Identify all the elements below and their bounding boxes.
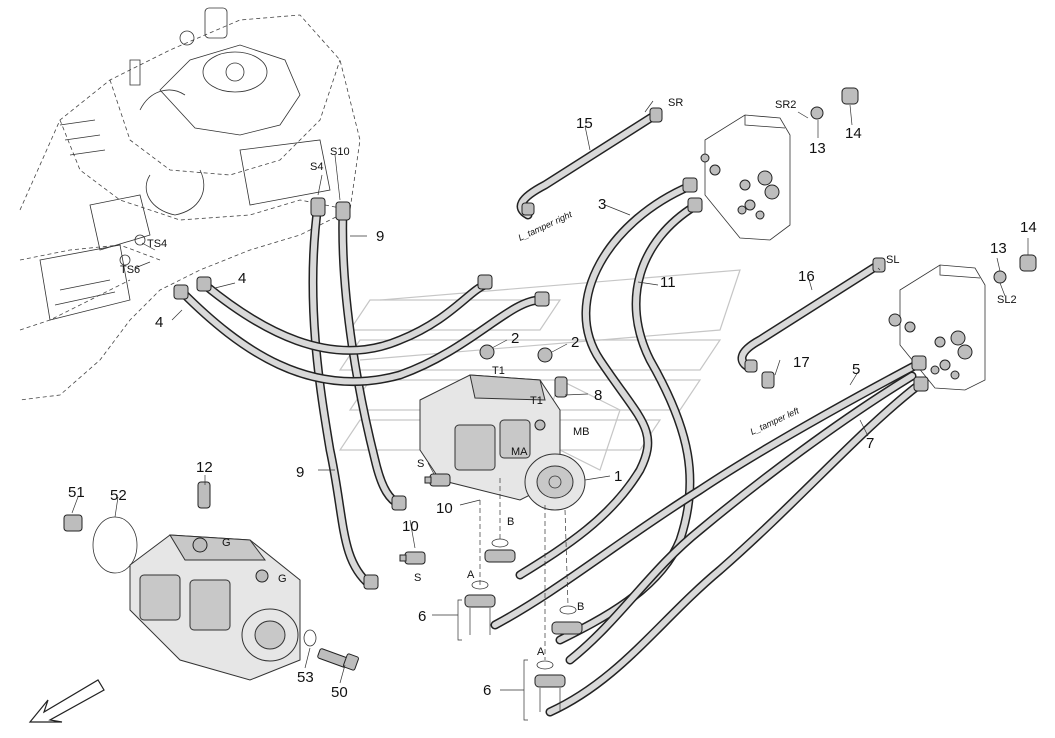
tag-g-lower: G	[278, 573, 287, 585]
label-15: 15	[576, 115, 593, 132]
label-52: 52	[110, 487, 127, 504]
tag-a-upper: A	[467, 569, 475, 581]
tag-s-lower: S	[414, 572, 421, 584]
label-3: 3	[598, 196, 606, 213]
label-12: 12	[196, 459, 213, 476]
tag-sr2: SR2	[775, 99, 796, 111]
tag-sl2: SL2	[997, 294, 1017, 306]
flange-clamp-group-upper	[457, 538, 516, 641]
label-9a: 9	[376, 228, 384, 245]
tag-t1b: T1	[530, 395, 543, 407]
tag-t1a: T1	[492, 365, 505, 377]
tag-g-upper: G	[222, 537, 231, 549]
label-14b: 14	[1020, 219, 1037, 236]
label-13b: 13	[990, 240, 1007, 257]
label-16: 16	[798, 268, 815, 285]
label-50: 50	[331, 684, 348, 701]
label-2b: 2	[571, 334, 579, 351]
part-14-cap-right	[841, 87, 859, 105]
part-14-cap-left	[1019, 254, 1037, 272]
part-13-cap-right	[810, 106, 824, 120]
tag-a-lower: A	[537, 646, 545, 658]
part-17-elbow	[761, 371, 775, 389]
hose-4-upper	[200, 280, 490, 355]
part-51-sleeve	[63, 514, 83, 532]
label-17: 17	[793, 354, 810, 371]
tag-s-upper: S	[417, 458, 424, 470]
tag-ts4: TS4	[147, 238, 167, 250]
label-51: 51	[68, 484, 85, 501]
port-labels: SR SR2 SL SL2 S4 S10 TS4 TS6 T1 T1 MA MB…	[120, 97, 1017, 658]
leader-lines	[71, 100, 1029, 691]
view-direction-arrow-icon	[28, 679, 105, 723]
valve-block-right	[700, 114, 791, 241]
label-53: 53	[297, 669, 314, 686]
label-7: 7	[866, 435, 874, 452]
label-8: 8	[594, 387, 602, 404]
label-9b: 9	[296, 464, 304, 481]
auxiliary-pump-assembly	[129, 481, 301, 681]
part-labels: 1 2 2 3 4 4 5 6 6 7 8 9 9 10 10 11 12 13…	[68, 115, 1037, 701]
label-6a: 6	[418, 608, 426, 625]
hose-9-right	[338, 205, 405, 510]
label-2a: 2	[511, 330, 519, 347]
tag-sr: SR	[668, 97, 683, 109]
tag-b-upper: B	[507, 516, 514, 528]
tag-s4: S4	[310, 161, 323, 173]
fitting-s-upper	[424, 473, 451, 487]
label-13a: 13	[809, 140, 826, 157]
tag-s10: S10	[330, 146, 350, 158]
hose-7b	[565, 371, 917, 665]
label-10a: 10	[436, 500, 453, 517]
label-10b: 10	[402, 518, 419, 535]
tag-mb: MB	[573, 426, 590, 438]
label-4a: 4	[238, 270, 246, 287]
label-14a: 14	[845, 125, 862, 142]
label-6b: 6	[483, 682, 491, 699]
tag-ma: MA	[511, 446, 528, 458]
part-13-cap-left	[993, 270, 1007, 284]
label-4b: 4	[155, 314, 163, 331]
hose-7	[545, 379, 925, 717]
hose-9-left	[308, 200, 375, 590]
part-53-washer	[303, 629, 317, 647]
tag-ts6: TS6	[120, 264, 140, 276]
engine-block	[19, 7, 361, 401]
tag-sl: SL	[886, 254, 899, 266]
main-pump-assembly	[419, 344, 586, 511]
hose-4-lower	[177, 287, 545, 387]
hose-5	[490, 359, 923, 630]
label-5: 5	[852, 361, 860, 378]
part-52-oring	[92, 516, 138, 574]
hose-3	[515, 181, 695, 580]
hose-fittings	[173, 107, 929, 590]
part-50-bolt	[317, 648, 359, 671]
label-11: 11	[660, 274, 676, 291]
tag-b-lower: B	[577, 601, 584, 613]
label-1: 1	[614, 468, 622, 485]
fitting-s-lower	[399, 551, 426, 565]
